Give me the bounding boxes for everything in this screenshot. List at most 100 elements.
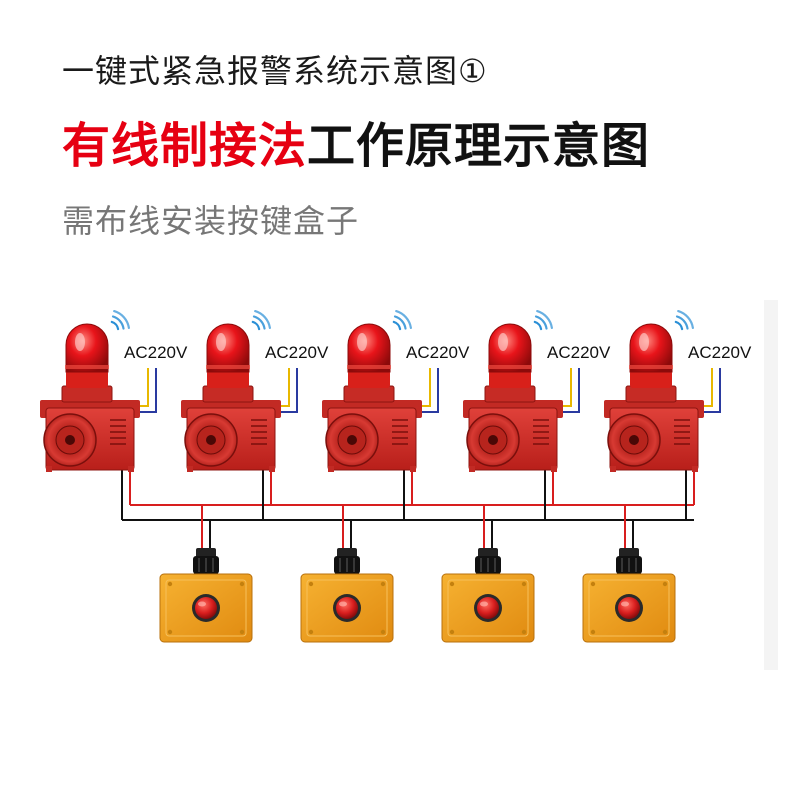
lamp-ridge (347, 365, 391, 369)
cable-gland (478, 548, 498, 558)
lamp-collar (66, 370, 108, 388)
wireless-signal-icon (110, 310, 130, 331)
screw (590, 581, 596, 587)
voltage-label: AC220V (688, 343, 752, 362)
power-wire-yellow (704, 368, 713, 407)
mount-tab (692, 466, 698, 472)
wireless-signal-icon (251, 310, 271, 331)
cable-gland (619, 548, 639, 558)
mount-tab (328, 466, 334, 472)
lamp-dome (629, 323, 673, 373)
lamp-base (484, 385, 536, 403)
wiring (122, 504, 694, 521)
horn-center (488, 435, 498, 445)
mount-tab (269, 466, 275, 472)
lamp-base (343, 385, 395, 403)
background-strip (764, 300, 778, 670)
screw (239, 629, 245, 635)
mount-tab (610, 466, 616, 472)
title-line-1: 一键式紧急报警系统示意图① (62, 52, 488, 90)
lamp-collar (348, 370, 390, 388)
lamp-dome (347, 323, 391, 373)
lamp-highlight (498, 333, 508, 351)
button-box-face (588, 579, 670, 637)
power-wire-yellow (422, 368, 431, 407)
power-wire-blue (422, 368, 439, 413)
screw (380, 629, 386, 635)
alarm-unit: AC220V (604, 310, 752, 520)
title-highlight: 有线制接法 (62, 118, 308, 174)
wireless-signal-icon (674, 310, 694, 331)
voltage-label: AC220V (406, 343, 470, 362)
alarm-unit: AC220V (40, 310, 188, 520)
push-button-box-icon (159, 505, 253, 643)
screw (521, 629, 527, 635)
lamp-collar (489, 370, 531, 388)
button-box-face (306, 579, 388, 637)
screw (662, 581, 668, 587)
screw (167, 629, 173, 635)
screw (308, 581, 314, 587)
power-wire-blue (140, 368, 157, 413)
subtitle: 需布线安装按键盒子 (62, 202, 360, 240)
power-wire-yellow (281, 368, 290, 407)
alarm-unit: AC220V (181, 310, 329, 520)
lamp-ridge (488, 365, 532, 369)
red-push-button (336, 597, 358, 619)
mount-tab (46, 466, 52, 472)
push-button-box-icon (582, 505, 676, 643)
alarm-unit: AC220V (322, 310, 470, 520)
screw (449, 581, 455, 587)
red-push-button (195, 597, 217, 619)
wireless-signal-icon (392, 310, 412, 331)
mount-tab (128, 466, 134, 472)
screw (380, 581, 386, 587)
lamp-dome (65, 323, 109, 373)
horn-center (206, 435, 216, 445)
lamp-ridge (65, 365, 109, 369)
mount-tab (469, 466, 475, 472)
button-group (159, 505, 676, 643)
screw (590, 629, 596, 635)
lamp-highlight (639, 333, 649, 351)
lamp-ridge (206, 365, 250, 369)
alarm-group: AC220V AC220V AC220V AC220V AC220V (40, 310, 752, 520)
lamp-dome (206, 323, 250, 373)
screw (521, 581, 527, 587)
screw (662, 629, 668, 635)
power-wire-yellow (140, 368, 149, 407)
horn-center (347, 435, 357, 445)
screw (167, 581, 173, 587)
wireless-signal-icon (533, 310, 553, 331)
button-box-face (447, 579, 529, 637)
power-wire-blue (563, 368, 580, 413)
cable-gland (337, 548, 357, 558)
lamp-collar (207, 370, 249, 388)
voltage-label: AC220V (265, 343, 329, 362)
screw (239, 581, 245, 587)
lamp-ridge (629, 365, 673, 369)
lamp-base (61, 385, 113, 403)
lamp-highlight (357, 333, 367, 351)
mount-tab (410, 466, 416, 472)
power-wire-yellow (563, 368, 572, 407)
lamp-collar (630, 370, 672, 388)
lamp-highlight (216, 333, 226, 351)
voltage-label: AC220V (547, 343, 611, 362)
lamp-dome (488, 323, 532, 373)
screw (308, 629, 314, 635)
button-box-face (165, 579, 247, 637)
screw (449, 629, 455, 635)
mount-tab (551, 466, 557, 472)
mount-tab (187, 466, 193, 472)
voltage-label: AC220V (124, 343, 188, 362)
lamp-base (202, 385, 254, 403)
horn-center (629, 435, 639, 445)
cable-gland (196, 548, 216, 558)
push-button-box-icon (441, 505, 535, 643)
power-wire-blue (281, 368, 298, 413)
red-push-button (618, 597, 640, 619)
lamp-base (625, 385, 677, 403)
title-main: 工作原理示意图 (307, 118, 651, 174)
